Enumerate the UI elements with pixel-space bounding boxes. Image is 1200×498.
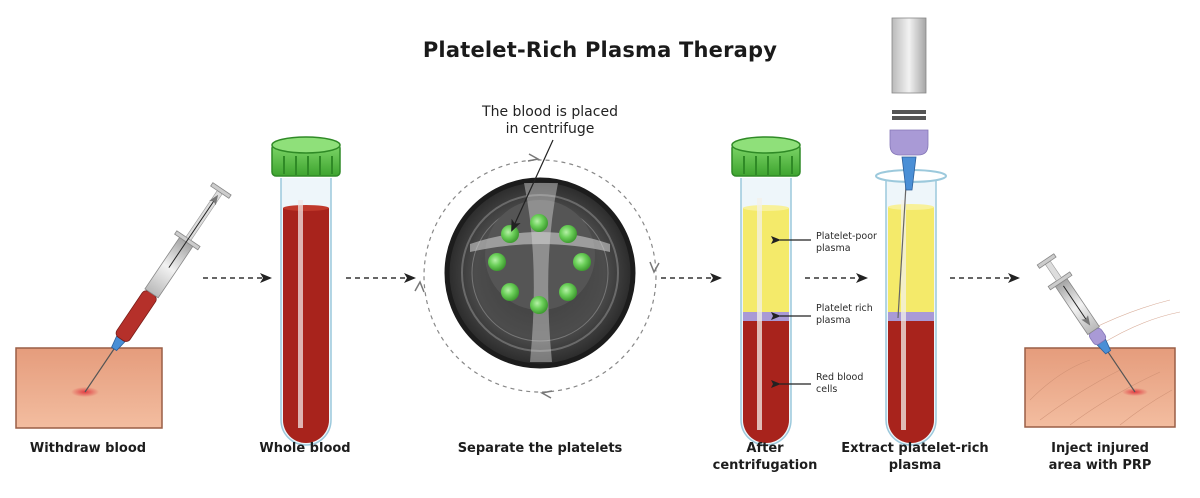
needle [1107, 351, 1136, 393]
centrifuge-annotation: The blood is placed in centrifuge [470, 104, 630, 138]
syringe-barrel [144, 236, 194, 299]
label-red-blood-cells: Red blood cells [816, 372, 863, 396]
plunger-thumb [1036, 253, 1057, 269]
plunger-thumb [210, 182, 232, 199]
syringe-withdraw [84, 182, 232, 393]
label-platelet-rich-plasma: Platelet rich plasma [816, 303, 873, 327]
syringe-prp-fill [889, 129, 929, 156]
tube-highlight [901, 200, 906, 430]
caption-after-centrifugation: After centrifugation [700, 440, 830, 474]
plasma-layer [743, 208, 789, 314]
tube-cap [731, 136, 801, 177]
syringe-plunger [1044, 260, 1062, 282]
caption-line: area with PRP [1048, 458, 1152, 473]
diagram-title: Platelet-Rich Plasma Therapy [422, 38, 778, 62]
pull-direction-arrow [168, 194, 219, 268]
step-whole-blood-illustration [271, 136, 341, 446]
prp-layer [888, 312, 934, 321]
caption-line: Withdraw blood [29, 441, 147, 456]
caption-whole-blood: Whole blood [240, 440, 370, 457]
red-cell-layer [743, 321, 789, 443]
syringe-extract [889, 17, 929, 191]
caption-line: Inject injured [1051, 441, 1149, 456]
rotation-arrow-top [527, 153, 541, 162]
rotation-arrow-bottom [539, 390, 553, 399]
centrifuge-pointer-arrow [511, 139, 554, 232]
caption-line: After [746, 441, 784, 456]
step-after-centrifugation-illustration [731, 136, 811, 446]
caption-line: Whole blood [259, 441, 351, 456]
centrifuge-annotation-line: in centrifuge [505, 121, 595, 137]
label-line: plasma [816, 315, 851, 326]
whole-blood-fill [283, 208, 329, 443]
plasma-layer [888, 207, 934, 314]
caption-inject-prp: Inject injured area with PRP [1030, 440, 1170, 474]
syringe-barrel [891, 17, 927, 94]
caption-line: Extract platelet-rich [841, 441, 989, 456]
tube-highlight [298, 200, 303, 428]
skin-block [1024, 347, 1176, 428]
rotation-path [423, 159, 657, 393]
plunger-ring [892, 116, 926, 120]
plunger-ring [892, 110, 926, 114]
label-line: Platelet-poor [816, 231, 877, 242]
caption-line: Separate the platelets [457, 441, 623, 456]
label-line: cells [816, 384, 838, 395]
caption-withdraw-blood: Withdraw blood [18, 440, 158, 457]
label-line: plasma [816, 243, 851, 254]
rotation-arrow-right [649, 261, 660, 274]
step-withdraw-illustration [15, 182, 232, 429]
prp-layer [743, 312, 789, 321]
extraction-needle [897, 184, 907, 319]
caption-separate-platelets: Separate the platelets [440, 440, 640, 457]
tube-cap [271, 136, 341, 177]
syringe-blood-fill [115, 290, 157, 342]
label-line: Platelet rich [816, 303, 873, 314]
step-inject-illustration [1024, 253, 1181, 428]
plasma-surface [888, 204, 934, 210]
push-direction-arrow [1063, 285, 1091, 326]
step-extract-illustration [875, 17, 947, 446]
centrifuge-annotation-line: The blood is placed [482, 104, 618, 120]
plasma-surface [743, 205, 789, 211]
rotor-ring [461, 194, 619, 352]
red-cell-layer [888, 321, 934, 443]
label-line: Red blood [816, 372, 864, 383]
centrifuge-tubes [488, 214, 591, 314]
blood-surface [283, 205, 329, 211]
caption-line: plasma [888, 458, 942, 473]
needle-hub [901, 156, 917, 191]
rotation-arrow-left [414, 280, 425, 293]
caption-line: centrifugation [712, 458, 818, 473]
syringe-inject [1036, 253, 1136, 393]
label-platelet-poor-plasma: Platelet-poor plasma [816, 231, 877, 255]
step-centrifuge-illustration [414, 139, 660, 399]
needle [84, 348, 115, 393]
tube-highlight [757, 198, 762, 430]
caption-extract-prp: Extract platelet-rich plasma [835, 440, 995, 474]
skin-texture [1029, 299, 1181, 426]
